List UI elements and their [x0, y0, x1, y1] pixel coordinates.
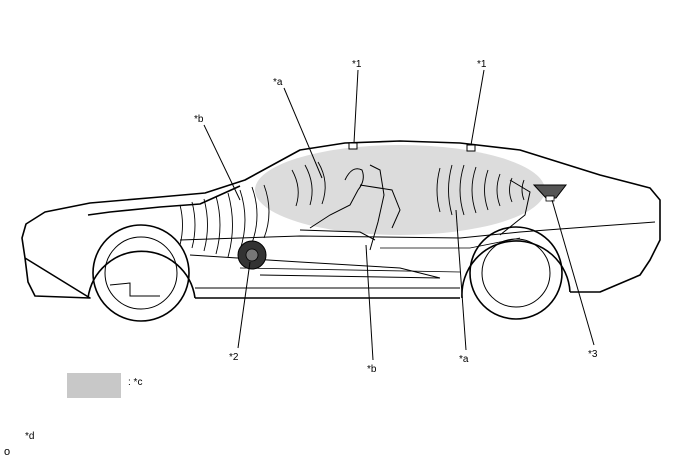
callout-b-top: *b: [194, 114, 204, 125]
driver-seat-and-occupant: [299, 164, 401, 251]
speaker-unit: [237, 240, 267, 270]
note-o: o: [4, 446, 11, 458]
sound-waves-front: [179, 161, 326, 258]
chassis-lines: [109, 254, 441, 297]
sound-waves-rear: [436, 164, 525, 216]
legend-swatch: [67, 373, 121, 398]
legend-label: : *c: [128, 377, 143, 388]
sound-zone-area: [255, 145, 545, 235]
roof-sensor-rear: [466, 144, 476, 152]
callout-a-top: *a: [273, 77, 283, 88]
roof-sensor-front: [348, 142, 358, 150]
callout-1-front: *1: [352, 59, 362, 70]
rear-tray-speaker: [532, 184, 568, 202]
rear-wheel: [469, 226, 563, 320]
callout-2: *2: [229, 352, 239, 363]
note-d: *d: [25, 431, 35, 442]
callout-a-bottom: *a: [459, 354, 469, 365]
rear-seat: [499, 179, 531, 236]
callout-3: *3: [588, 349, 598, 360]
car-body-outline: [21, 140, 661, 299]
leader-lines: [203, 69, 595, 361]
callout-b-bottom: *b: [367, 364, 377, 375]
callout-1-rear: *1: [477, 59, 487, 70]
front-wheel: [92, 224, 190, 322]
